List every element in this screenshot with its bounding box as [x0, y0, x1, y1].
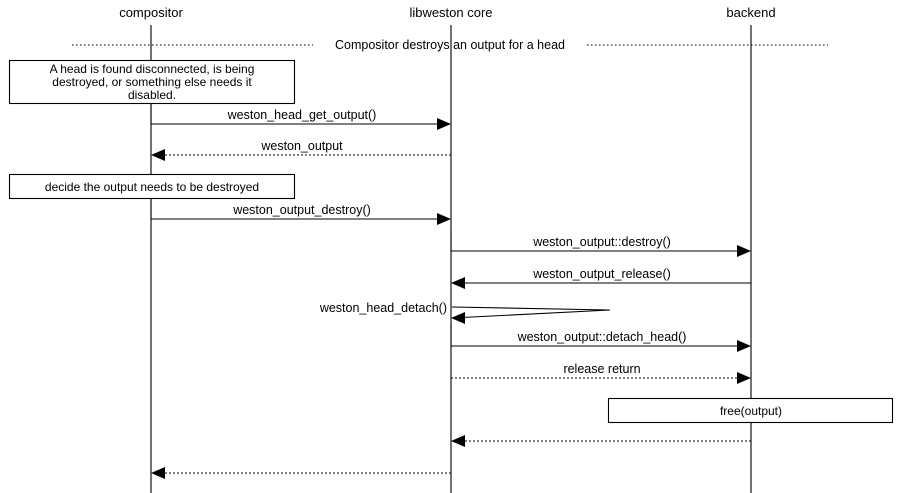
- arrowhead-left-icon: [151, 149, 165, 161]
- message-weston-output-release-label: weston_output_release(): [532, 267, 671, 281]
- lifeline-label-libweston-core: libweston core: [409, 5, 492, 20]
- note-free-output: free(output): [607, 397, 894, 424]
- note-decide-destroy-box: [8, 173, 296, 200]
- message-weston-output-destroy: weston_output_destroy(): [150, 198, 451, 225]
- arrowhead-left-icon: [451, 435, 465, 447]
- note-decide-destroy-line-1: decide the output needs to be destroyed: [45, 180, 259, 194]
- note-head-disconnected-line-1: A head is found disconnected, is being: [50, 62, 255, 76]
- lifeline-label-compositor: compositor: [119, 5, 183, 20]
- arrowhead-right-icon: [737, 340, 751, 352]
- arrowhead-left-icon: [151, 467, 165, 479]
- section-divider: Compositor destroys an output for a head: [72, 38, 828, 52]
- message-weston-output-destroy-label: weston_output_destroy(): [232, 203, 371, 217]
- message-release-return: release return: [451, 362, 751, 384]
- note-free-output-box: [607, 397, 894, 424]
- arrowhead-right-icon: [737, 245, 751, 257]
- arrowhead-right-icon: [437, 118, 451, 130]
- message-weston-output-detach-head: weston_output::detach_head(): [450, 324, 751, 352]
- arrowhead-right-icon: [437, 213, 451, 225]
- message-weston-output-return: weston_output: [151, 139, 451, 161]
- lifeline-label-backend: backend: [726, 5, 775, 20]
- note-decide-destroy: decide the output needs to be destroyed: [8, 173, 296, 200]
- note-head-disconnected: A head is found disconnected, is being d…: [8, 59, 296, 105]
- message-weston-output-detach-head-label: weston_output::detach_head(): [517, 330, 687, 344]
- message-weston-head-get-output: weston_head_get_output(): [150, 103, 451, 130]
- note-free-output-line-1: free(output): [720, 404, 782, 418]
- message-weston-output-destroy-op-label: weston_output::destroy(): [532, 235, 671, 249]
- message-weston-output-destroy-op: weston_output::destroy(): [450, 230, 751, 257]
- note-head-disconnected-line-3: disabled.: [128, 88, 176, 102]
- arrowhead-left-icon: [451, 277, 465, 289]
- message-weston-head-detach-loop: [451, 306, 611, 319]
- message-weston-head-detach: weston_head_detach(): [319, 301, 611, 324]
- message-weston-output-return-label: weston_output: [260, 139, 343, 153]
- message-weston-head-detach-label: weston_head_detach(): [319, 301, 447, 315]
- lifeline-headers: compositor libweston core backend: [119, 5, 775, 20]
- divider-label: Compositor destroys an output for a head: [335, 38, 565, 52]
- message-backend-return: [451, 435, 751, 447]
- message-weston-head-get-output-label: weston_head_get_output(): [227, 108, 377, 122]
- message-release-return-label: release return: [563, 362, 640, 376]
- message-core-return: [151, 467, 451, 479]
- message-weston-output-release: weston_output_release(): [451, 267, 751, 289]
- arrowhead-left-icon: [451, 312, 465, 324]
- note-head-disconnected-line-2: destroyed, or something else needs it: [52, 75, 252, 89]
- note-head-disconnected-box: [8, 59, 296, 105]
- arrowhead-right-icon: [737, 372, 751, 384]
